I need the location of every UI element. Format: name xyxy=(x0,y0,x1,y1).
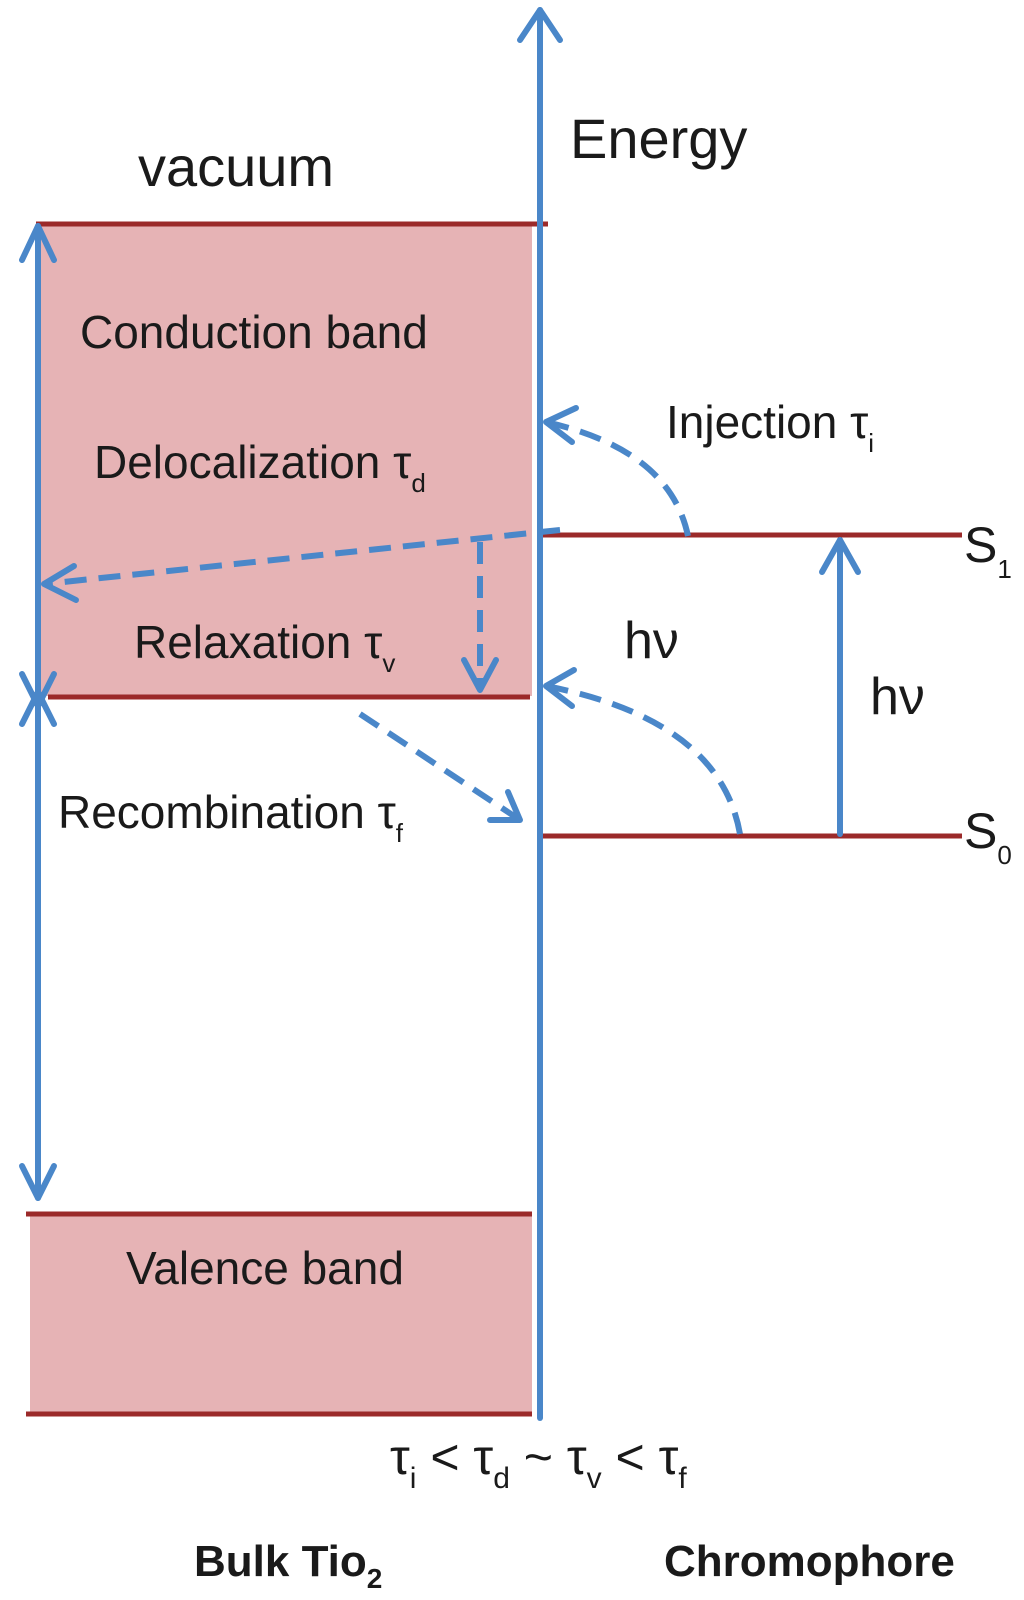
relaxation-arrowhead xyxy=(461,657,499,693)
valence-band-label: Valence band xyxy=(126,1242,404,1294)
ground-state-arrowhead xyxy=(543,667,577,709)
injection-arrow xyxy=(545,419,691,537)
injection-arrowhead xyxy=(543,405,579,445)
excitation-arrowhead xyxy=(819,537,861,575)
delocalization-label: Delocalization τd xyxy=(94,436,426,498)
timescale-relation: τi < τd ~ τv < τf xyxy=(390,1429,687,1495)
energy-axis-arrowhead xyxy=(517,7,563,43)
delocalization-arrow xyxy=(43,527,561,587)
delocalization-arrowhead xyxy=(41,563,79,603)
recombination-arrowhead xyxy=(487,789,523,823)
band-edges xyxy=(26,221,962,1417)
bulk-tio2-label: Bulk Tio2 xyxy=(194,1537,382,1594)
conduction-band-label: Conduction band xyxy=(80,306,428,358)
vacuum-label: vacuum xyxy=(138,135,334,198)
chromophore-label: Chromophore xyxy=(664,1537,955,1586)
band-gap-arrow-bottom-head xyxy=(19,1163,57,1201)
recombination-label: Recombination τf xyxy=(58,786,404,848)
valence-band-region xyxy=(30,1214,532,1414)
s1-label: S1 xyxy=(964,517,1012,584)
hv-right-label: hν xyxy=(870,668,925,726)
band-gap-arrow-top-head xyxy=(19,689,57,727)
s0-label: S0 xyxy=(964,803,1012,870)
energy-label: Energy xyxy=(570,107,747,170)
conduction-arrow-top-head xyxy=(19,223,57,263)
relaxation-label: Relaxation τv xyxy=(134,616,395,678)
ground-state-injection-arrow xyxy=(545,683,743,835)
injection-label: Injection τi xyxy=(666,396,874,458)
hv-left-label: hν xyxy=(624,612,679,670)
conduction-band-region xyxy=(36,222,532,696)
